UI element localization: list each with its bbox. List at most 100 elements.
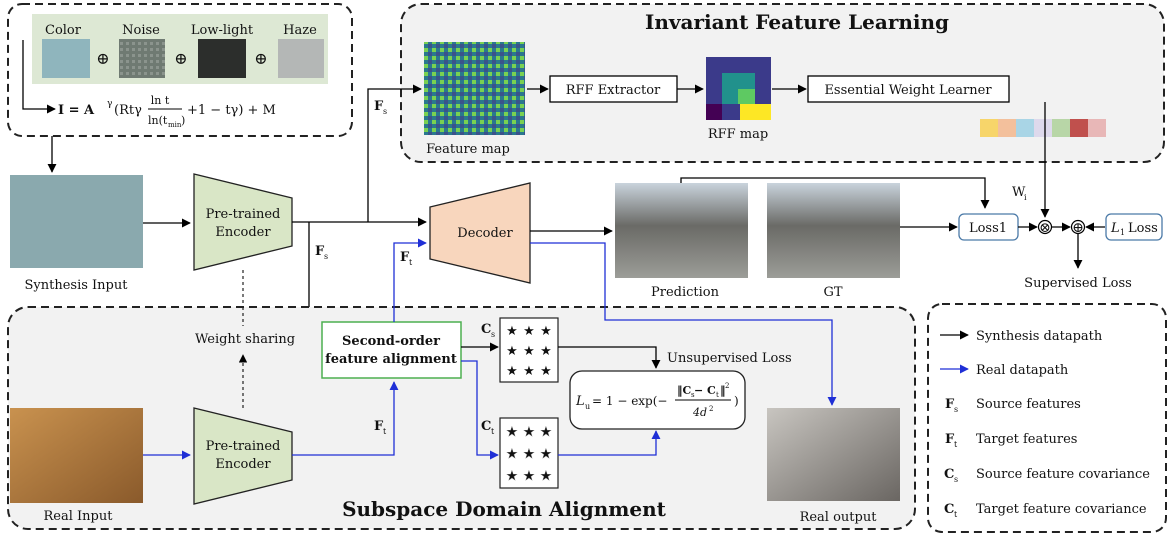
multiply-node [1037, 219, 1053, 235]
legend-cs-sub: s [954, 475, 958, 484]
star-icon: ★ [540, 469, 552, 484]
oplus-icon: ⊕ [254, 49, 267, 68]
formula-mid: (Rtγ [114, 103, 142, 118]
decoder-label: Decoder [457, 226, 513, 241]
supervised-loss-label: Supervised Loss [1024, 276, 1132, 291]
ft-label-low-sub: t [383, 427, 387, 436]
real-input-label: Real Input [44, 509, 114, 524]
oplus-icon: ⊕ [96, 49, 109, 68]
star-icon: ★ [523, 344, 535, 359]
star-icon: ★ [506, 425, 518, 440]
formula-num: ln t [151, 94, 170, 107]
star-icon: ★ [506, 447, 518, 462]
legend-fs-label: Source features [976, 397, 1081, 412]
star-icon: ★ [523, 425, 535, 440]
l1-loss-text: Loss [1128, 221, 1158, 236]
star-icon: ★ [506, 324, 518, 339]
degradation-haze: Haze [278, 23, 324, 78]
cs-stars: ★ ★ ★ ★ ★ ★ ★ ★ ★ [506, 324, 552, 379]
ft-label-low: F [374, 419, 384, 434]
lu-formula: L u = 1 − exp(− ‖C s − C t ‖ 2 4d 2 ) [575, 382, 739, 419]
formula-lhs: I = A [58, 103, 95, 118]
star-icon: ★ [506, 469, 518, 484]
color-label: Color [45, 23, 82, 38]
alignment-label-2: feature alignment [325, 352, 457, 367]
formula-den-close: ) [181, 114, 185, 127]
star-icon: ★ [523, 447, 535, 462]
encoder-synthesis [193, 173, 293, 271]
formula-den-sub: min [168, 121, 182, 129]
rff-extractor-label: RFF Extractor [566, 83, 661, 98]
encoder-real-to-alignment-arrow [292, 381, 399, 456]
alignment-label-1: Second-order [342, 334, 440, 349]
legend-synthesis-label: Synthesis datapath [976, 329, 1103, 344]
real-output-image [767, 408, 900, 501]
legend-ct-symbol: C [944, 502, 954, 517]
weight-vector [980, 119, 1106, 137]
legend-cs-symbol: C [944, 467, 954, 482]
star-icon: ★ [540, 344, 552, 359]
alignment-box [321, 321, 462, 379]
degradation-color: Color [42, 23, 90, 78]
weight-symbol-sub: i [1024, 193, 1027, 202]
degradation-noise: Noise [119, 23, 165, 78]
l1-loss-box [1105, 213, 1163, 241]
l1-loss-sub: 1 [1120, 228, 1125, 237]
gt-image [767, 183, 900, 278]
decoder-to-realoutput-arrow [530, 242, 837, 406]
strip-to-formula-arrow [22, 40, 56, 114]
alignment-to-ct-arrow [461, 360, 499, 460]
subspace-title: Subspace Domain Alignment [342, 497, 667, 521]
feature-map-label: Feature map [426, 142, 510, 157]
invariant-title: Invariant Feature Learning [645, 10, 949, 34]
fs-label-top: F [374, 99, 384, 114]
legend-ct-label: Target feature covariance [976, 502, 1147, 517]
ct-to-lu-arrow [558, 430, 661, 456]
ct-stars: ★ ★ ★ ★ ★ ★ ★ ★ ★ [506, 425, 552, 484]
formula-den: ln(t [148, 114, 168, 127]
star-icon: ★ [523, 364, 535, 379]
lu-eq: = 1 − exp(− [592, 394, 667, 408]
weight-symbol: W [1012, 185, 1026, 200]
legend-panel [927, 303, 1167, 533]
formula-tail: +1 − tγ) + M [187, 103, 276, 118]
lu-den: 4d [692, 406, 707, 419]
real-output-label: Real output [800, 510, 878, 525]
lu-lhs: L [575, 394, 585, 409]
star-icon: ★ [540, 447, 552, 462]
synthesis-input-label: Synthesis Input [25, 278, 129, 293]
cs-to-lu-arrow [558, 346, 661, 369]
star-icon: ★ [523, 469, 535, 484]
ct-matrix [499, 417, 559, 489]
haze-thumb [278, 39, 324, 78]
rff-extractor-box [549, 75, 678, 103]
haze-label: Haze [283, 23, 317, 38]
rff-map [706, 57, 771, 120]
lowlight-label: Low-light [191, 23, 254, 38]
star-icon: ★ [540, 324, 552, 339]
legend-real-label: Real datapath [976, 363, 1069, 378]
decoder [429, 182, 531, 284]
fs-label-mid: F [315, 244, 325, 259]
ct-label: C [481, 419, 491, 434]
star-icon: ★ [506, 344, 518, 359]
encoder-to-featuremap-arrow [367, 84, 422, 222]
weight-sharing-label-front: Weight sharing [195, 332, 295, 347]
encoder-synthesis-label-2: Encoder [215, 225, 271, 240]
invariant-panel [400, 3, 1165, 163]
legend-ft-label: Target features [976, 432, 1077, 447]
degradation-formula: I = A γ (Rtγ ln t ln(t min ) +1 − tγ) + … [58, 94, 276, 129]
legend-fs-symbol: F [945, 397, 955, 412]
encoder-real-label-2: Encoder [215, 457, 271, 472]
otimes-icon: ⊗ [1039, 220, 1051, 236]
add-node [1070, 219, 1086, 235]
weight-learner-box [807, 75, 1010, 103]
lu-lhs-sub: u [585, 402, 590, 411]
weight-learner-label: Essential Weight Learner [824, 83, 992, 98]
lu-num-s: s [691, 391, 695, 399]
lu-close: ) [734, 394, 739, 408]
prediction-to-loss1-arrow [680, 177, 990, 209]
fs-label-mid-sub: s [324, 252, 328, 261]
legend-ft-symbol: F [945, 432, 955, 447]
